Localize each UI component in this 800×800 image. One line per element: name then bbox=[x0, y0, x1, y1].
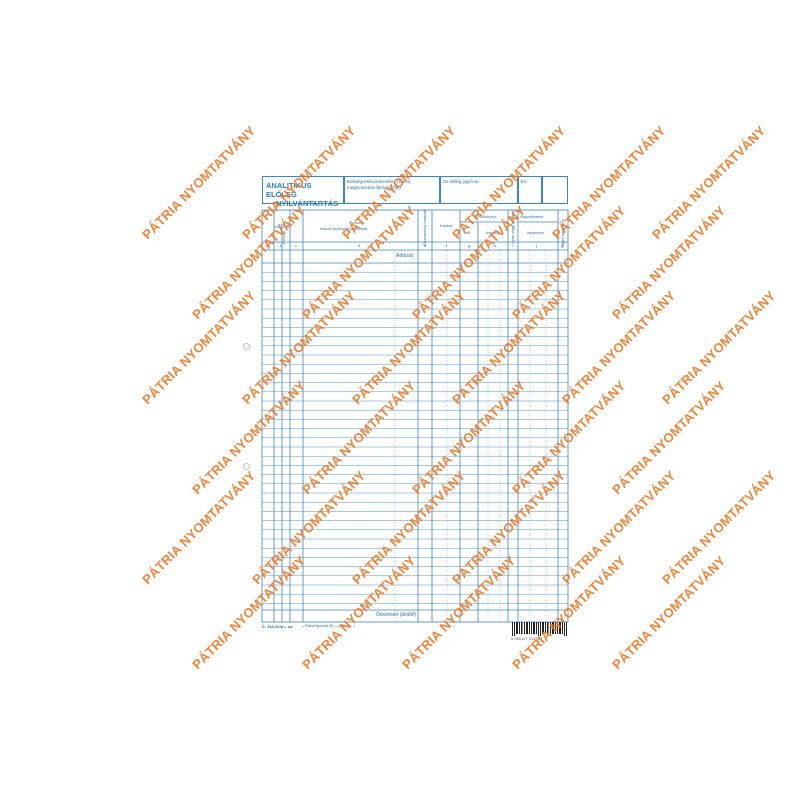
form-title-line2: NYILVÁNTARTÁS bbox=[276, 199, 339, 208]
col-visszafizetve: Visszafizetve bbox=[520, 214, 544, 219]
header-ev-label: Év: bbox=[521, 179, 528, 184]
column-letter: i bbox=[512, 243, 513, 248]
header-ev-box: Év: bbox=[518, 176, 542, 204]
col-elszamolasi: Elszámolási határidő bbox=[422, 209, 427, 246]
osszesen-label: Összesen (átvitel) bbox=[376, 612, 417, 618]
punch-hole-top bbox=[243, 343, 250, 350]
table-frame bbox=[261, 209, 569, 623]
header-institution-label-1: Költségvetési intézmény (szerv) bbox=[347, 179, 411, 184]
header-lap-box bbox=[542, 176, 568, 204]
column-letter: d bbox=[358, 243, 361, 248]
athozat-label: Áthozat bbox=[396, 253, 413, 259]
col-vissza-osszesen: összesen bbox=[527, 230, 544, 235]
col-kiadva: Kiadva bbox=[440, 223, 453, 228]
footer-publisher: – Pátria Nyomda Zrt. – (Fax: 1-... ) bbox=[302, 624, 356, 628]
column-letter: f bbox=[446, 243, 448, 248]
column-letter: k bbox=[561, 243, 563, 248]
header-institution-box: Költségvetési intézmény (szerv) megnevez… bbox=[344, 176, 440, 204]
header-jogcim-box: Az előleg jogcíme: bbox=[440, 176, 518, 204]
col-elsz-osszeg: összeg bbox=[486, 230, 499, 235]
column-letter: j bbox=[536, 243, 537, 248]
column-letter: e bbox=[424, 243, 427, 248]
barcode-number: 5 990127 014597 bbox=[511, 636, 543, 641]
form-title-box: ANALITIKUS ELŐLEG NYILVÁNTARTÁS bbox=[262, 176, 344, 208]
column-letter: c bbox=[295, 243, 297, 248]
footer-code: C. 318-32/b r. sz. bbox=[262, 624, 294, 629]
col-elszamolva: Elszámolva bbox=[476, 214, 497, 219]
form-title: ANALITIKUS ELŐLEG NYILVÁNTARTÁS bbox=[266, 181, 343, 208]
punch-hole-bottom bbox=[243, 463, 250, 470]
col-szoveg-sub: név és bizonylat sorszáma bbox=[320, 226, 368, 231]
form-title-line1: ANALITIKUS ELŐLEG bbox=[266, 181, 312, 199]
column-letter: a bbox=[266, 243, 269, 248]
column-letter: g bbox=[468, 243, 471, 248]
column-letter: b bbox=[280, 243, 283, 248]
col-elsz-kelt: kelt bbox=[464, 230, 471, 235]
column-letter: h bbox=[494, 243, 497, 248]
header-institution-label-2: megnevezése (bélyegzője): bbox=[347, 185, 403, 190]
col-kelt: Kelt bbox=[278, 222, 285, 227]
header-jogcim-label: Az előleg jogcíme: bbox=[443, 179, 480, 184]
col-szoveg: Szöveg bbox=[350, 220, 364, 225]
barcode bbox=[512, 622, 567, 636]
